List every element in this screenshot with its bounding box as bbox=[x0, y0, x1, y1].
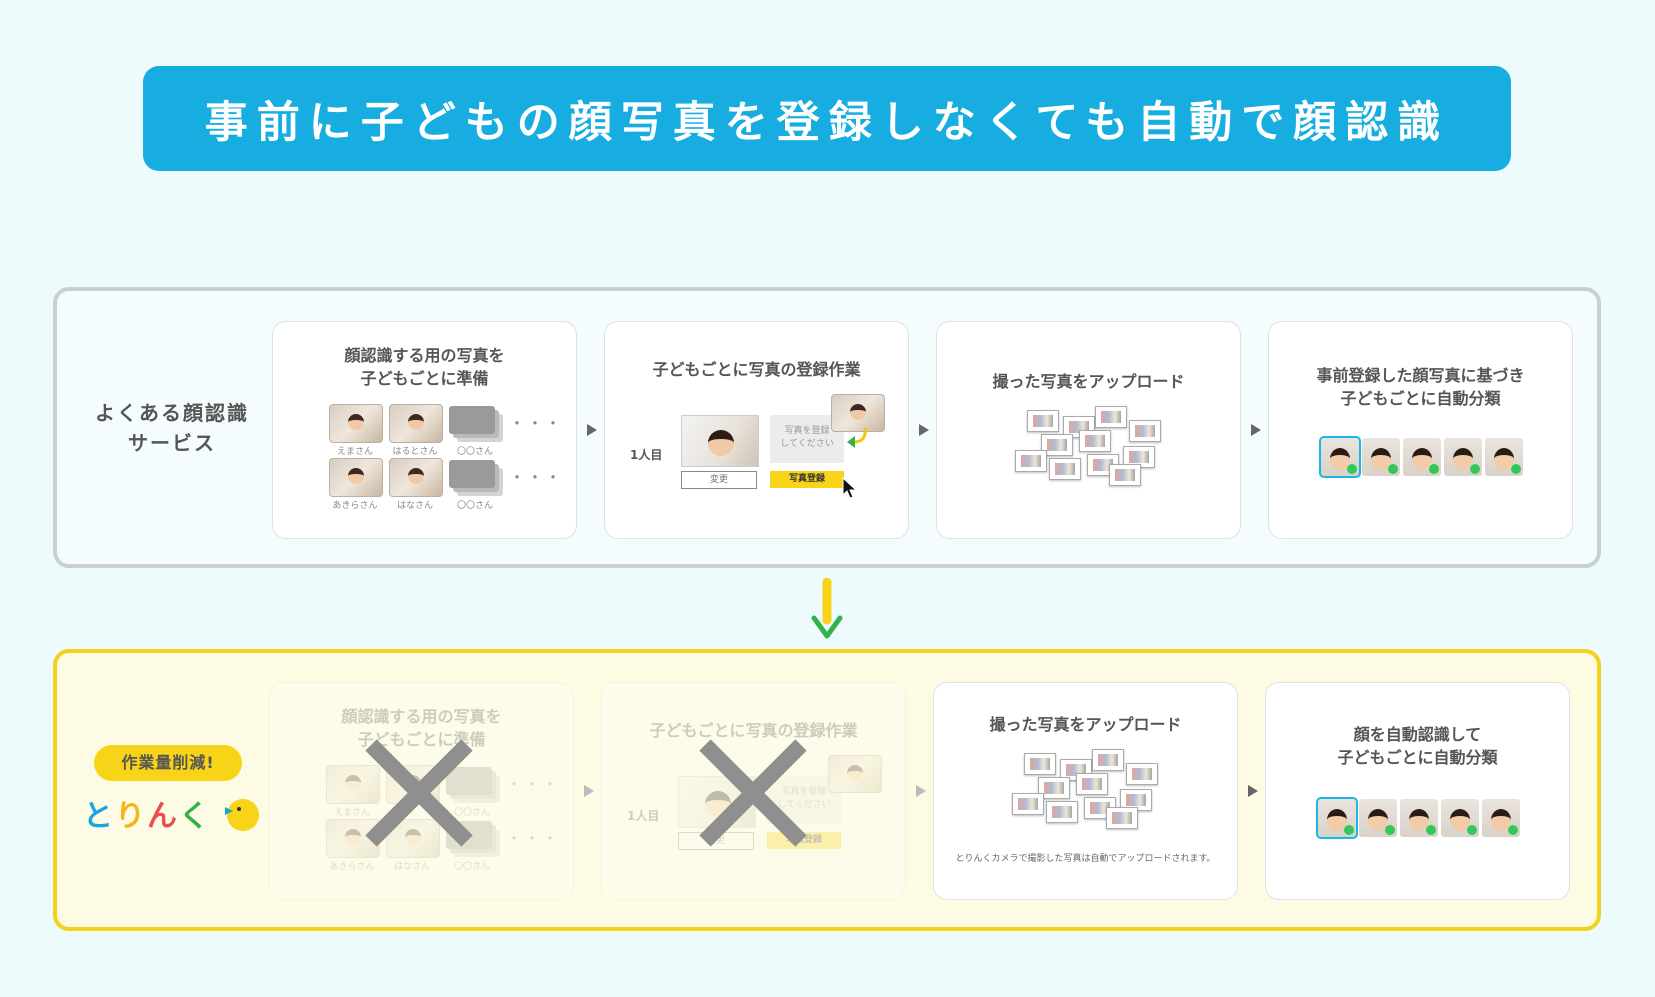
cross-icon bbox=[365, 739, 473, 847]
uploaded-photo bbox=[1012, 793, 1044, 815]
step-title: 撮った写真をアップロード bbox=[992, 372, 1185, 391]
classified-face bbox=[1485, 438, 1523, 476]
step-arrow-icon bbox=[584, 785, 594, 797]
logo-char: り bbox=[115, 799, 147, 834]
upload-note: とりんくカメラで撮影した写真は自動でアップロードされます。 bbox=[955, 854, 1216, 864]
child-photo-thumb bbox=[329, 404, 383, 443]
uploaded-photo bbox=[1129, 420, 1161, 442]
dragged-photo bbox=[828, 755, 882, 793]
step-arrow-icon bbox=[1248, 785, 1258, 797]
child-photo-thumb bbox=[386, 819, 440, 858]
step-title: 顔認識する用の写真を 子どもごとに準備 bbox=[341, 707, 502, 750]
classified-face bbox=[1444, 438, 1482, 476]
uploaded-photo bbox=[1079, 430, 1111, 452]
child-name: えまさん bbox=[336, 447, 373, 457]
duck-icon bbox=[225, 799, 259, 831]
register-photo-button[interactable]: 写真登録 bbox=[770, 471, 844, 488]
logo-text: とりんく bbox=[83, 791, 211, 835]
photo-stack-icon bbox=[449, 460, 495, 488]
step-title: 撮った写真をアップロード bbox=[989, 715, 1182, 734]
classified-face bbox=[1441, 799, 1479, 837]
uploaded-photo bbox=[1038, 777, 1070, 799]
more-dots: ・・・ bbox=[509, 414, 564, 433]
logo-char: と bbox=[83, 799, 115, 834]
conventional-service-label: よくある顔認識 サービス bbox=[87, 291, 257, 564]
step-arrow-icon bbox=[1251, 424, 1261, 436]
step-title: 事前登録した顔写真に基づき 子どもごとに自動分類 bbox=[1316, 366, 1525, 409]
step-arrow-icon bbox=[587, 424, 597, 436]
classified-face bbox=[1482, 799, 1520, 837]
classified-face bbox=[1403, 438, 1441, 476]
more-dots: ・・・ bbox=[506, 829, 561, 848]
step-card-auto-classify: 顔を自動認識して 子どもごとに自動分類 bbox=[1265, 682, 1570, 900]
step-title: 顔を自動認識して 子どもごとに自動分類 bbox=[1337, 725, 1498, 768]
step-arrow-icon bbox=[916, 785, 926, 797]
child-photo-thumb bbox=[389, 404, 443, 443]
child-name: はなさん bbox=[396, 501, 433, 511]
uploaded-photo bbox=[1024, 753, 1056, 775]
uploaded-photo bbox=[1041, 434, 1073, 456]
uploaded-photo bbox=[1046, 801, 1078, 823]
logo-char: ん bbox=[147, 799, 179, 834]
child-name: はるとさん bbox=[392, 447, 438, 457]
uploaded-photo bbox=[1106, 807, 1138, 829]
step-arrow-icon bbox=[919, 424, 929, 436]
green-curved-arrow-icon bbox=[847, 427, 867, 448]
step-title: 子どもごとに写真の登録作業 bbox=[652, 360, 861, 379]
classified-face bbox=[1400, 799, 1438, 837]
step-card-upload: 撮った写真をアップロード bbox=[936, 321, 1241, 539]
cursor-icon bbox=[842, 477, 858, 499]
child-photo bbox=[681, 415, 759, 467]
cross-icon bbox=[699, 739, 807, 847]
first-person-label: 1人目 bbox=[627, 809, 660, 823]
child-name: 〇〇さん bbox=[453, 808, 490, 818]
uploaded-photo bbox=[1027, 410, 1059, 432]
logo-char: く bbox=[179, 799, 211, 834]
step-card-prepare-photos: 顔認識する用の写真を 子どもごとに準備 ・・・ えまさん はるとさん 〇〇さん … bbox=[272, 321, 577, 539]
classified-face bbox=[1362, 438, 1400, 476]
child-photo-thumb bbox=[326, 765, 380, 804]
child-name: えまさん bbox=[333, 808, 370, 818]
dragged-photo bbox=[831, 394, 885, 432]
step-card-register: 子どもごとに写真の登録作業 1人目 写真を登録 してください 変更 写真登録 bbox=[604, 321, 909, 539]
first-person-label: 1人目 bbox=[630, 448, 663, 462]
step-card-upload: 撮った写真をアップロード とりんくカメラで撮影した写真は自動でアップロードされま… bbox=[933, 682, 1238, 900]
workload-reduction-badge: 作業量削減! bbox=[94, 745, 242, 781]
step-card-auto-classify: 事前登録した顔写真に基づき 子どもごとに自動分類 bbox=[1268, 321, 1573, 539]
child-photo-thumb bbox=[389, 458, 443, 497]
uploaded-photo bbox=[1109, 464, 1141, 486]
child-name: 〇〇さん bbox=[453, 862, 490, 872]
conventional-service-label-text: よくある顔認識 サービス bbox=[95, 400, 249, 455]
child-name: 〇〇さん bbox=[456, 501, 493, 511]
classified-face bbox=[1319, 436, 1361, 478]
step-title: 子どもごとに写真の登録作業 bbox=[649, 721, 858, 740]
down-arrow-icon bbox=[811, 578, 843, 639]
banner-title: 事前に子どもの顔写真を登録しなくても自動で顔認識 bbox=[204, 97, 1450, 148]
uploaded-photo bbox=[1015, 450, 1047, 472]
title-banner: 事前に子どもの顔写真を登録しなくても自動で顔認識 bbox=[143, 66, 1511, 171]
conventional-service-panel: よくある顔認識 サービス 顔認識する用の写真を 子どもごとに準備 ・・・ えまさ… bbox=[53, 287, 1601, 568]
child-name: あきらさん bbox=[332, 501, 378, 511]
more-dots: ・・・ bbox=[506, 775, 561, 794]
uploaded-photo bbox=[1095, 406, 1127, 428]
photo-stack-icon bbox=[446, 767, 492, 795]
classified-face bbox=[1359, 799, 1397, 837]
child-photo-thumb bbox=[329, 458, 383, 497]
uploaded-photo bbox=[1049, 458, 1081, 480]
step-title: 顔認識する用の写真を 子どもごとに準備 bbox=[344, 346, 505, 389]
child-name: あきらさん bbox=[329, 862, 375, 872]
torinku-panel: 作業量削減! とりんく 顔認識する用の写真を 子どもごとに準備 ・・・ えまさん… bbox=[53, 649, 1601, 931]
change-button[interactable]: 変更 bbox=[681, 471, 757, 489]
classified-face bbox=[1316, 797, 1358, 839]
more-dots: ・・・ bbox=[509, 468, 564, 487]
torinku-logo: とりんく bbox=[83, 791, 263, 835]
uploaded-photo bbox=[1076, 773, 1108, 795]
photo-stack-icon bbox=[449, 406, 495, 434]
uploaded-photo bbox=[1092, 749, 1124, 771]
uploaded-photo bbox=[1126, 763, 1158, 785]
child-name: はなさん bbox=[393, 862, 430, 872]
child-name: 〇〇さん bbox=[456, 447, 493, 457]
